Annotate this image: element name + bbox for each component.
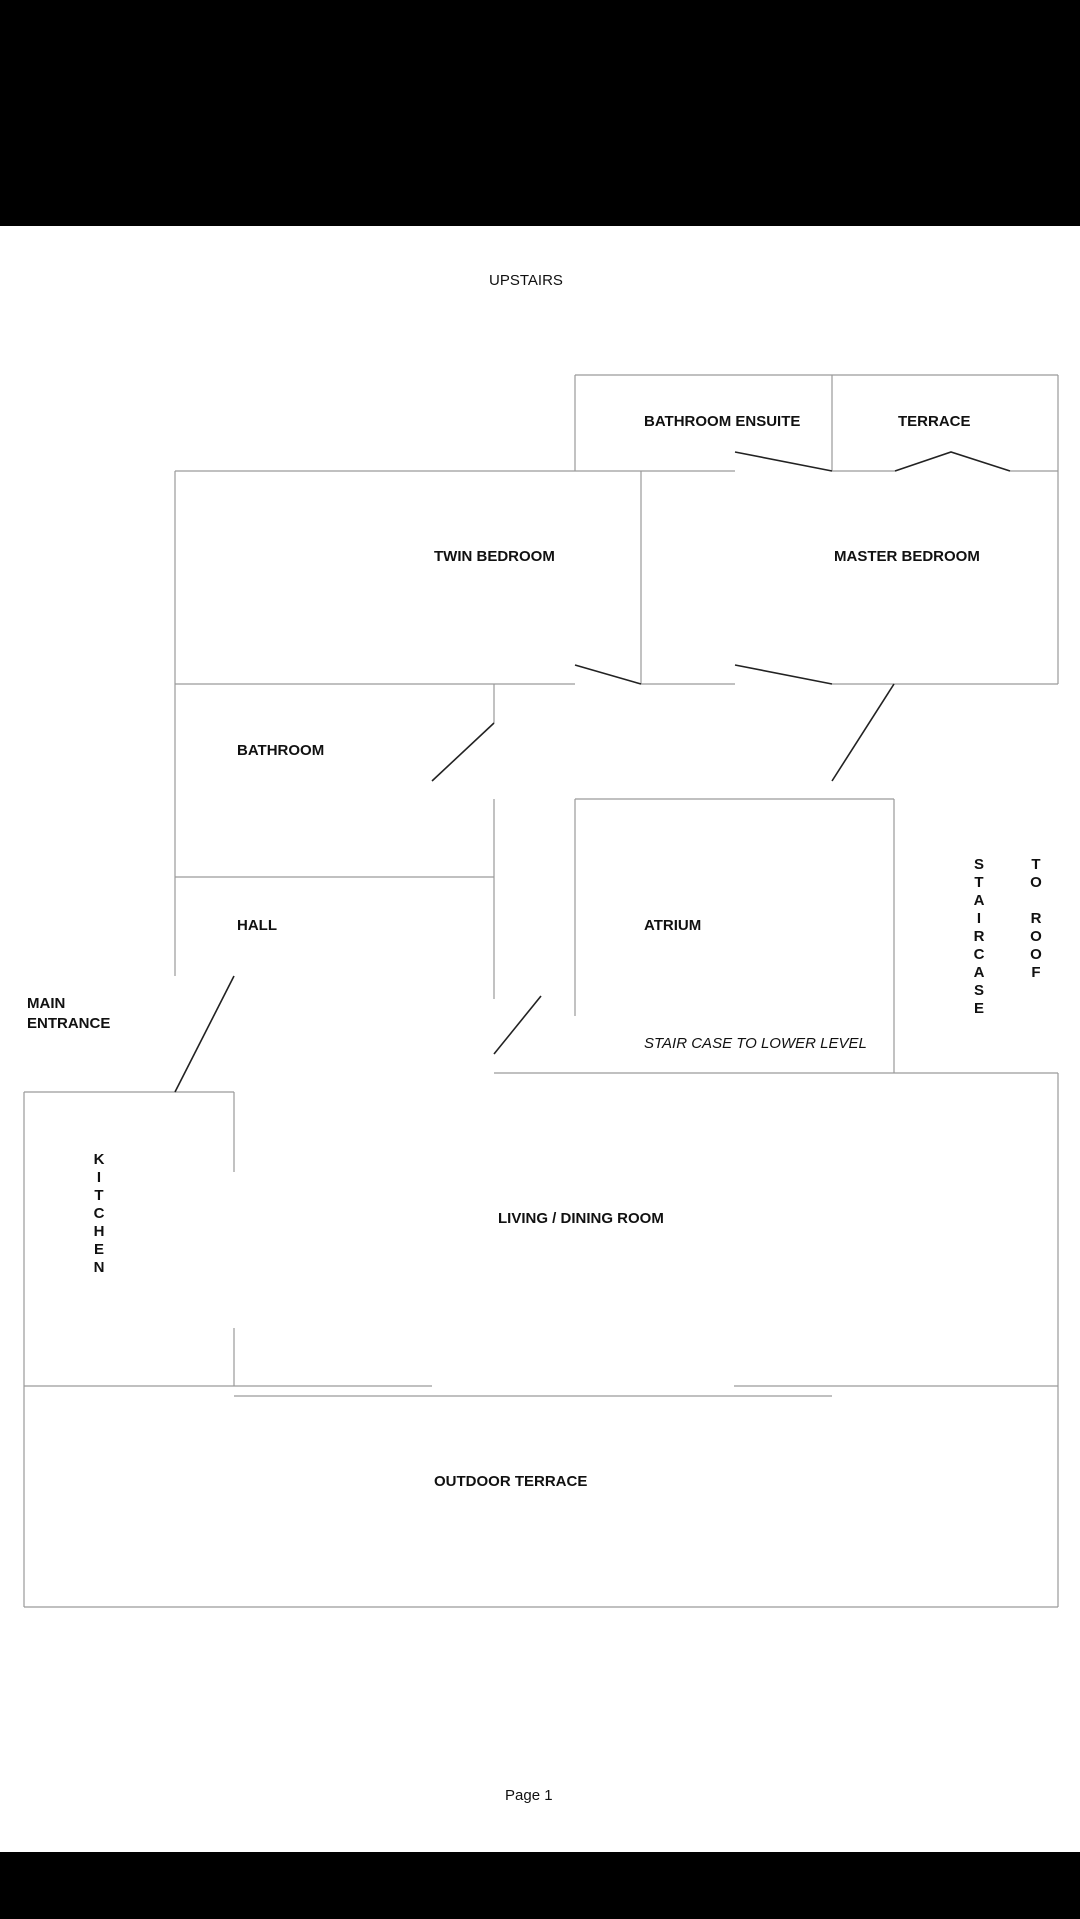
walls — [23, 374, 1059, 1608]
doors — [174, 451, 1011, 1093]
door-ensuite — [734, 451, 833, 472]
door-twin-bedroom — [574, 664, 642, 685]
room-label-main-entrance-2: ENTRANCE — [27, 1015, 111, 1032]
room-label-terrace: TERRACE — [898, 413, 971, 430]
room-label-hall: HALL — [237, 917, 277, 934]
page-title: UPSTAIRS — [489, 272, 563, 289]
door-atrium — [493, 995, 542, 1055]
room-label-living-dining: LIVING / DINING ROOM — [498, 1210, 664, 1227]
room-label-main-entrance-1: MAIN — [27, 995, 66, 1012]
room-label-bathroom: BATHROOM — [237, 742, 325, 759]
door-terrace — [894, 451, 1011, 472]
room-label-outdoor-terrace: OUTDOOR TERRACE — [434, 1473, 588, 1490]
room-label-atrium: ATRIUM — [644, 917, 702, 934]
room-label-twin-bedroom: TWIN BEDROOM — [434, 548, 555, 565]
door-master-hall — [831, 683, 895, 782]
room-label-bathroom-ensuite: BATHROOM ENSUITE — [644, 413, 801, 430]
floor-plan-drawing — [23, 374, 1059, 1608]
room-label-master-bedroom: MASTER BEDROOM — [834, 548, 980, 565]
floor-plan-page: UPSTAIRS BATHROOM ENSUITE TERRACE TWIN B… — [0, 226, 1080, 1852]
staircase-lower-note: STAIR CASE TO LOWER LEVEL — [644, 1035, 867, 1052]
page-number: Page 1 — [505, 1787, 553, 1804]
door-entrance — [174, 975, 235, 1093]
door-master-bedroom — [734, 664, 833, 685]
door-bathroom — [431, 722, 495, 782]
